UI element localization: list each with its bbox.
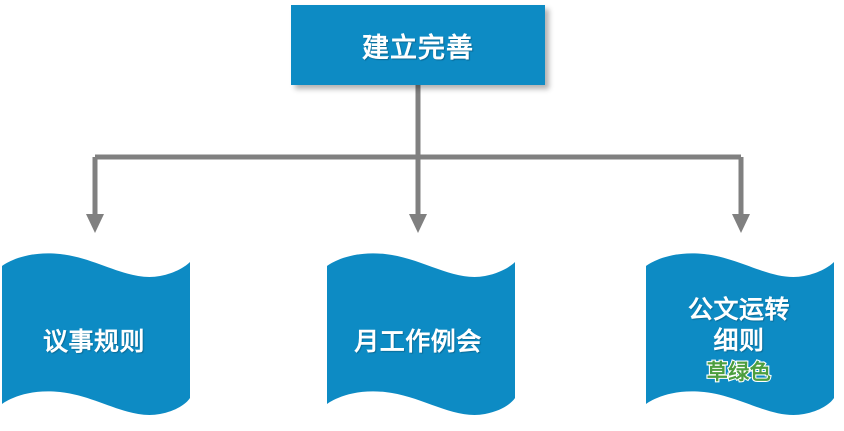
- node-child-1[interactable]: 议事规则: [0, 248, 192, 427]
- node-child-3[interactable]: 公文运转 细则 草绿色: [644, 248, 836, 427]
- arrowhead-left-icon: [86, 214, 104, 233]
- node-child-2[interactable]: 月工作例会: [325, 248, 517, 427]
- node-root[interactable]: 建立完善: [291, 5, 545, 85]
- wave-banner-shape-1: [2, 253, 190, 415]
- node-root-label: 建立完善: [362, 32, 474, 64]
- arrowhead-right-icon: [732, 214, 750, 233]
- wave-banner-shape-2: [327, 253, 515, 415]
- arrowhead-middle-icon: [409, 214, 427, 233]
- wave-banner-shape-3: [646, 253, 834, 415]
